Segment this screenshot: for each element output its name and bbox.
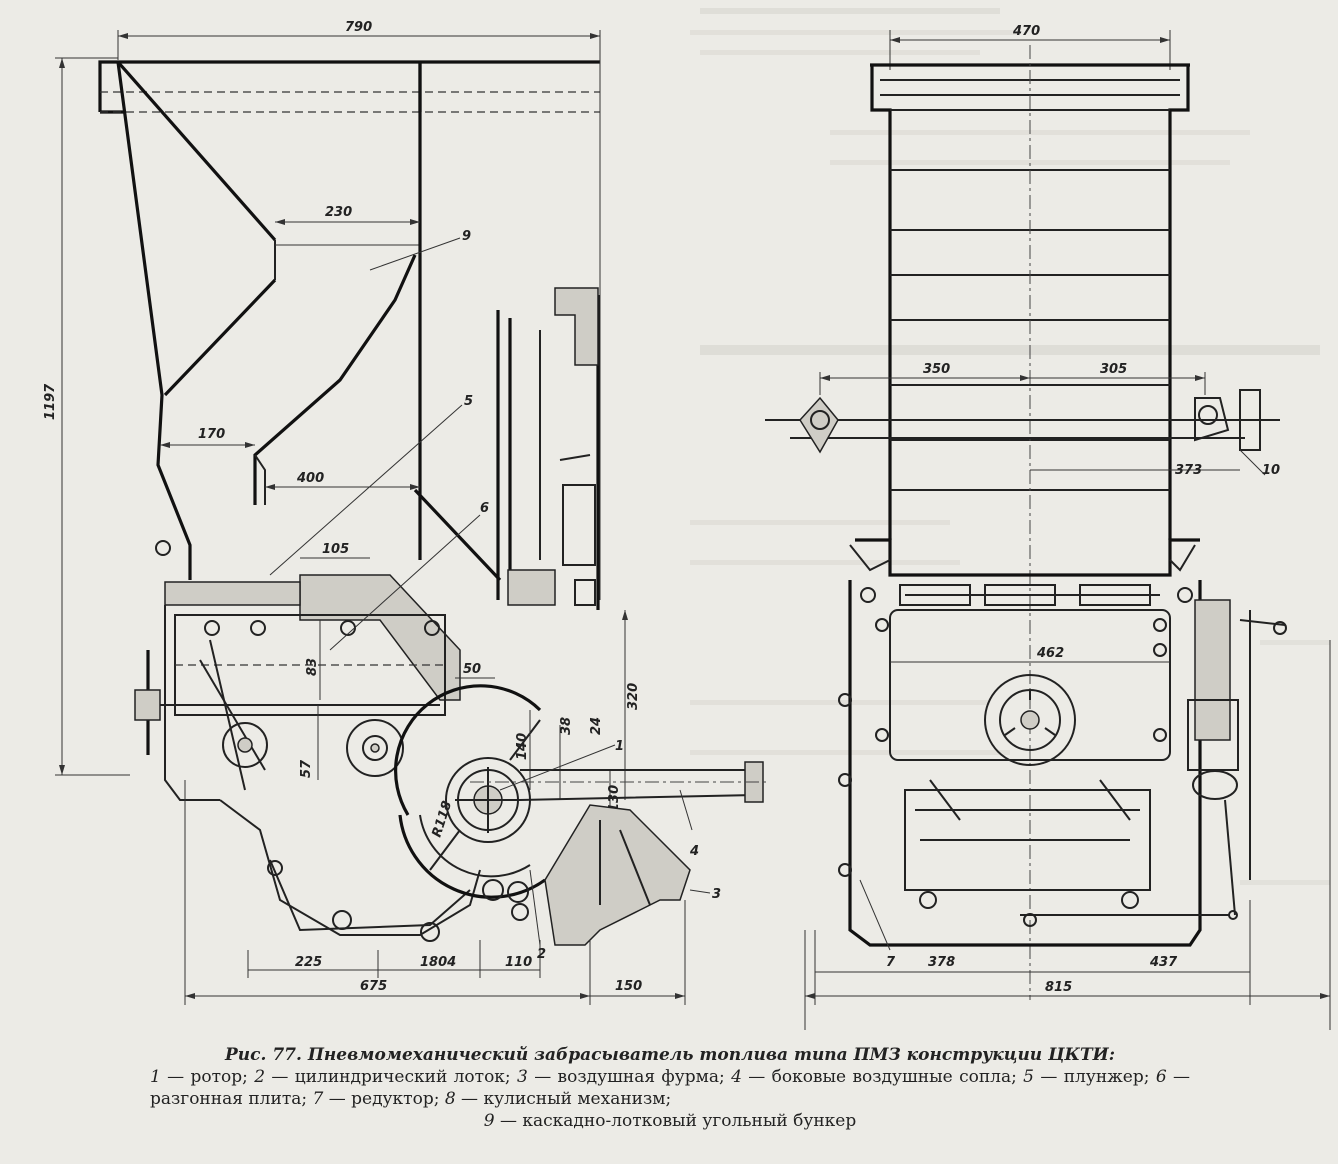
dim-24: 24 — [589, 717, 604, 735]
dim-105-label: 105 — [322, 542, 349, 557]
dim-150-label: 150 — [615, 979, 642, 994]
caption-item-7: 7 — редуктор; — [312, 1089, 445, 1109]
dim-140-label: 140 — [515, 733, 530, 760]
caption-item-4: 4 — боковые воздушные сопла; — [731, 1067, 1024, 1087]
dim-24-label: 24 — [589, 717, 604, 735]
callouts-side: 9 5 6 1 2 3 4 — [269, 229, 721, 962]
dim-320: 320 — [622, 610, 641, 800]
cascade-tray — [163, 254, 417, 505]
callout-6: 6 — [480, 501, 489, 516]
dim-front-373: 373 — [1030, 463, 1240, 478]
dim-bottom-row: 225 1804 110 — [247, 940, 541, 978]
caption-item-3: 3 — воздушная фурма; — [517, 1067, 732, 1087]
background-bleed-through — [690, 8, 1330, 885]
caption-item-9: 9 — каскадно-лотковый угольный бункер — [483, 1111, 857, 1131]
dim-462-label: 462 — [1036, 646, 1064, 661]
callout-7: 7 — [886, 955, 896, 970]
dim-373-label: 373 — [1175, 463, 1202, 478]
plunger-housing — [164, 581, 301, 606]
dim-110-label: 110 — [505, 955, 532, 970]
caption-title: Рис. 77. Пневмомеханический забрасывател… — [225, 1045, 1115, 1065]
caption-item-6: 6 — разгонная плита; — [150, 1067, 1191, 1109]
dim-378-label: 378 — [928, 955, 955, 970]
dim-305-label: 305 — [1100, 362, 1127, 377]
dim-140: 140 — [515, 710, 531, 790]
dim-38: 38 — [559, 717, 574, 800]
callout-9: 9 — [462, 229, 471, 244]
side-view: 790 1197 230 — [43, 20, 770, 1005]
front-view: 470 350 305 — [765, 24, 1331, 1030]
technical-drawing: 790 1197 230 — [43, 8, 1331, 1030]
dim-400: 400 — [265, 471, 420, 490]
dim-320-label: 320 — [626, 683, 641, 710]
handwheel — [134, 650, 370, 755]
dim-height: 1197 — [43, 57, 130, 776]
dim-230-label: 230 — [325, 205, 352, 220]
hopper-outer-wall — [116, 61, 192, 580]
dim-350-label: 350 — [923, 362, 950, 377]
dim-38-label: 38 — [559, 717, 574, 735]
callout-1: 1 — [615, 739, 624, 754]
dim-815-label: 815 — [1045, 980, 1072, 995]
caption-item-1: 1 — ротор; — [150, 1067, 255, 1087]
dim-1804-label: 1804 — [420, 955, 456, 970]
air-tuyere — [544, 804, 691, 946]
dim-top-width: 790 — [117, 20, 601, 60]
dim-437-label: 437 — [1149, 955, 1178, 970]
dim-170-label: 170 — [198, 427, 225, 442]
dim-57: 57 — [299, 705, 319, 780]
reducer-gear — [346, 719, 404, 777]
dim-50: 50 — [455, 662, 495, 679]
dim-225-label: 225 — [295, 955, 322, 970]
figure-caption: Рис. 77. Пневмомеханический забрасывател… — [150, 1044, 1190, 1132]
dim-front-470: 470 — [889, 24, 1171, 70]
caption-item-5: 5 — плунжер; — [1023, 1067, 1156, 1087]
dim-400-label: 400 — [296, 471, 324, 486]
hopper-inner-slope — [116, 60, 277, 242]
rotor-assembly: R118 — [394, 684, 546, 899]
front-lower-housing — [838, 538, 1202, 947]
dim-675: 675 — [184, 780, 591, 1005]
dim-790-label: 790 — [345, 20, 372, 35]
dim-105: 105 — [300, 542, 370, 559]
caption-item-8: 8 — кулисный механизм; — [444, 1089, 672, 1109]
linkage — [155, 540, 440, 791]
dim-170: 170 — [160, 427, 255, 448]
dim-83-label: 83 — [305, 658, 320, 676]
dim-675-label: 675 — [360, 979, 387, 994]
dim-front-350-305: 350 305 — [819, 362, 1206, 395]
front-reducer — [1020, 599, 1287, 920]
dim-50-label: 50 — [463, 662, 481, 677]
front-drive-shaft — [765, 389, 1280, 454]
hopper-top-frame — [98, 60, 600, 114]
dim-front-bottom: 378 437 815 — [804, 640, 1331, 1030]
drive-cover — [219, 799, 481, 936]
side-air-nozzle — [470, 761, 770, 803]
callout-3: 3 — [712, 887, 721, 902]
caption-item-2: 2 — цилиндрический лоток; — [254, 1067, 518, 1087]
dim-470-label: 470 — [1012, 24, 1040, 39]
dim-front-462: 462 — [890, 646, 1170, 663]
callout-2: 2 — [537, 947, 546, 962]
dim-150: 150 — [590, 900, 686, 1005]
dim-57-label: 57 — [299, 759, 314, 778]
callout-4: 4 — [689, 844, 699, 859]
dim-83: 83 — [305, 620, 321, 700]
callout-5: 5 — [464, 394, 473, 409]
dim-1197-label: 1197 — [43, 383, 58, 420]
callout-10: 10 — [1262, 463, 1280, 478]
dim-230: 230 — [275, 205, 420, 225]
